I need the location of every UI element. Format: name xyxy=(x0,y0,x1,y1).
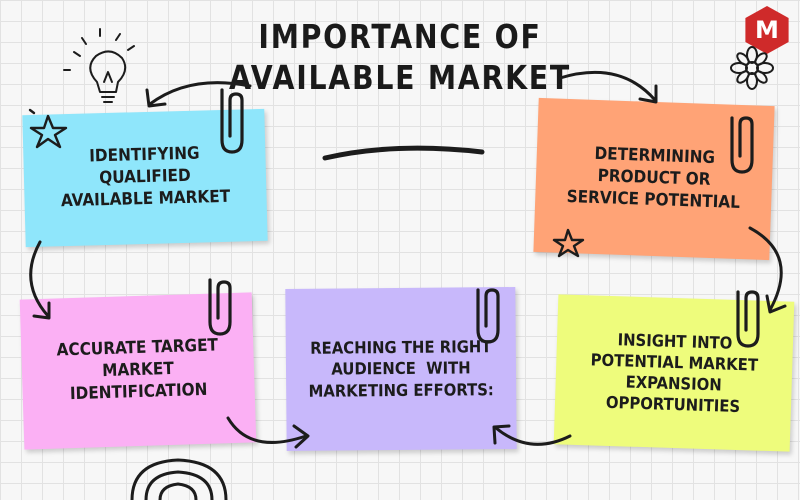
paperclip-icon xyxy=(736,290,760,348)
spiral-doodle xyxy=(130,458,228,500)
star-icon xyxy=(28,108,68,149)
paperclip-icon xyxy=(730,116,754,174)
title-line-2: AVAILABLE MARKET xyxy=(229,58,571,97)
flower-icon xyxy=(730,46,774,90)
paperclip-icon xyxy=(220,88,244,154)
arrow-icon xyxy=(145,81,252,108)
paperclip-icon xyxy=(208,278,232,336)
arrow-icon xyxy=(226,416,310,449)
arrow-icon xyxy=(748,226,787,314)
arrow-icon xyxy=(492,424,572,446)
star-icon xyxy=(552,228,585,258)
arrow-icon xyxy=(558,70,658,104)
lightbulb-icon xyxy=(63,28,135,103)
paperclip-icon xyxy=(476,288,500,344)
title-underline xyxy=(322,145,485,161)
arrow-icon xyxy=(29,240,51,320)
title-line-1: IMPORTANCE OF xyxy=(258,17,542,56)
